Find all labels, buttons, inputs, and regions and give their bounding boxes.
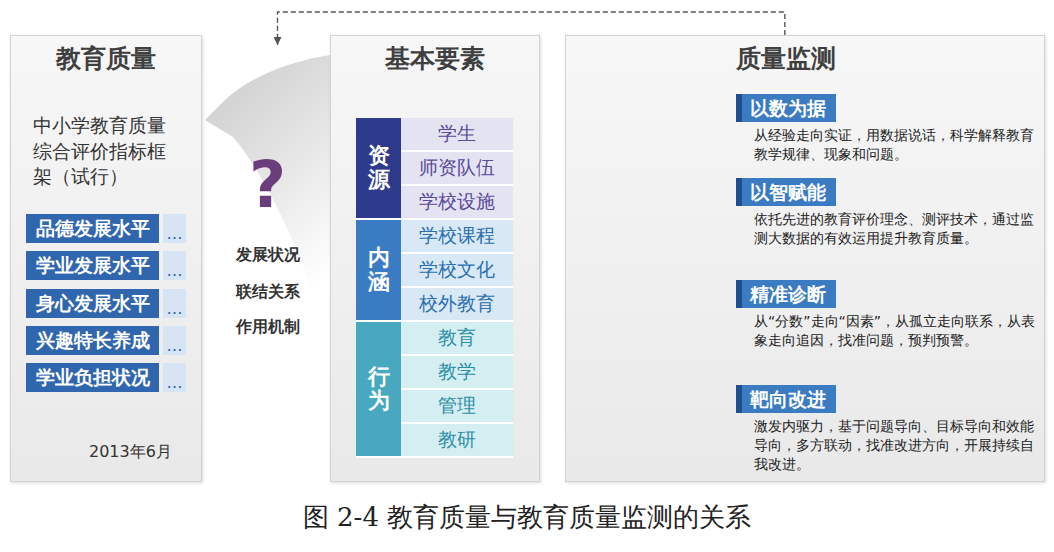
ellipsis-box: …	[163, 363, 186, 392]
indicator-label: 身心发展水平	[36, 291, 150, 317]
element-label: 教学	[438, 359, 476, 385]
monitor-body: 依托先进的教育评价理念、测评技术，通过监测大数据的有效运用提升教育质量。	[754, 210, 1036, 248]
question-mark: ?	[205, 150, 330, 220]
element-cell: 教研	[401, 424, 513, 458]
panel: 基本要素资源 学生师资队伍学校设施内涵 学校课程学校文化校外教育行为 教育教学管理教研	[330, 35, 540, 482]
relation-arrow: ? 发展状况联结关系作用机制	[205, 45, 330, 345]
monitor-heading: 精准诊断	[736, 280, 836, 308]
element-label: 学校设施	[419, 189, 495, 215]
element-cell: 教育	[401, 322, 513, 356]
ellipsis-box: …	[163, 214, 186, 243]
figure-caption: 图 2-4 教育质量与教育质量监测的关系	[0, 500, 1054, 535]
panel: 教育质量中小学教育质量综合评价指标框架（试行） 2013年6月 品德发展水平 … 学业发…	[10, 35, 202, 482]
indicator-label: 兴趣特长养成	[36, 328, 150, 354]
ellipsis: …	[167, 224, 183, 243]
element-label: 学生	[438, 121, 476, 147]
group-label: 行为	[368, 365, 390, 413]
monitor-item: 以数为据从经验走向实证，用数据说话，科学解释教育教学规律、现象和问题。	[736, 94, 1036, 164]
element-label: 学校课程	[419, 223, 495, 249]
group-label: 资源	[368, 144, 390, 192]
group-label: 内涵	[368, 246, 390, 294]
panel-heading: 教育质量	[11, 42, 201, 76]
monitor-heading: 以数为据	[736, 94, 836, 122]
element-cell: 校外教育	[401, 288, 513, 322]
panel-heading: 质量监测	[566, 42, 1006, 76]
element-label: 校外教育	[419, 291, 495, 317]
framework-title: 中小学教育质量综合评价指标框架（试行）	[33, 113, 173, 190]
element-label: 教育	[438, 325, 476, 351]
relation-label: 发展状况	[205, 245, 330, 266]
panel-heading: 基本要素	[331, 42, 539, 76]
monitor-body: 从经验走向实证，用数据说话，科学解释教育教学规律、现象和问题。	[754, 126, 1036, 164]
ellipsis-box: …	[163, 251, 186, 280]
element-label: 学校文化	[419, 257, 495, 283]
indicator-bar: 学业负担状况	[26, 363, 159, 392]
relation-label: 作用机制	[205, 317, 330, 338]
element-label: 教研	[438, 427, 476, 453]
ellipsis: …	[167, 261, 183, 280]
monitor-item: 靶向改进激发内驱力，基于问题导向、目标导向和效能导向，多方联动，找准改进方向，开…	[736, 385, 1036, 474]
indicator-bar: 兴趣特长养成	[26, 326, 159, 355]
ellipsis-box: …	[163, 326, 186, 355]
indicator-bar: 学业发展水平	[26, 251, 159, 280]
ellipsis: …	[167, 299, 183, 318]
relation-label: 联结关系	[205, 282, 330, 303]
monitor-heading: 靶向改进	[736, 385, 836, 413]
ellipsis: …	[167, 373, 183, 392]
element-cell: 师资队伍	[401, 152, 513, 186]
monitor-item: 精准诊断从“分数”走向“因素”，从孤立走向联系，从表象走向追因，找准问题，预判预…	[736, 280, 1036, 350]
ellipsis-box: …	[163, 289, 186, 318]
element-group: 内涵	[356, 220, 401, 322]
date-label: 2013年6月	[89, 442, 172, 463]
ellipsis: …	[167, 336, 183, 355]
element-label: 管理	[438, 393, 476, 419]
element-group: 资源	[356, 118, 401, 220]
monitor-body: 激发内驱力，基于问题导向、目标导向和效能导向，多方联动，找准改进方向，开展持续自…	[754, 417, 1036, 474]
indicator-bar: 品德发展水平	[26, 214, 159, 243]
element-label: 师资队伍	[419, 155, 495, 181]
element-cell: 学校设施	[401, 186, 513, 220]
indicator-label: 学业负担状况	[36, 365, 150, 391]
element-cell: 管理	[401, 390, 513, 424]
panel: 质量监测以数为据从经验走向实证，用数据说话，科学解释教育教学规律、现象和问题。以…	[565, 35, 1045, 482]
element-cell: 学生	[401, 118, 513, 152]
monitor-item: 以智赋能依托先进的教育评价理念、测评技术，通过监测大数据的有效运用提升教育质量。	[736, 178, 1036, 248]
element-group: 行为	[356, 322, 401, 458]
indicator-bar: 身心发展水平	[26, 289, 159, 318]
indicator-label: 品德发展水平	[36, 216, 150, 242]
monitor-heading: 以智赋能	[736, 178, 836, 206]
indicator-label: 学业发展水平	[36, 253, 150, 279]
element-cell: 学校课程	[401, 220, 513, 254]
monitor-body: 从“分数”走向“因素”，从孤立走向联系，从表象走向追因，找准问题，预判预警。	[754, 312, 1036, 350]
element-cell: 学校文化	[401, 254, 513, 288]
element-cell: 教学	[401, 356, 513, 390]
